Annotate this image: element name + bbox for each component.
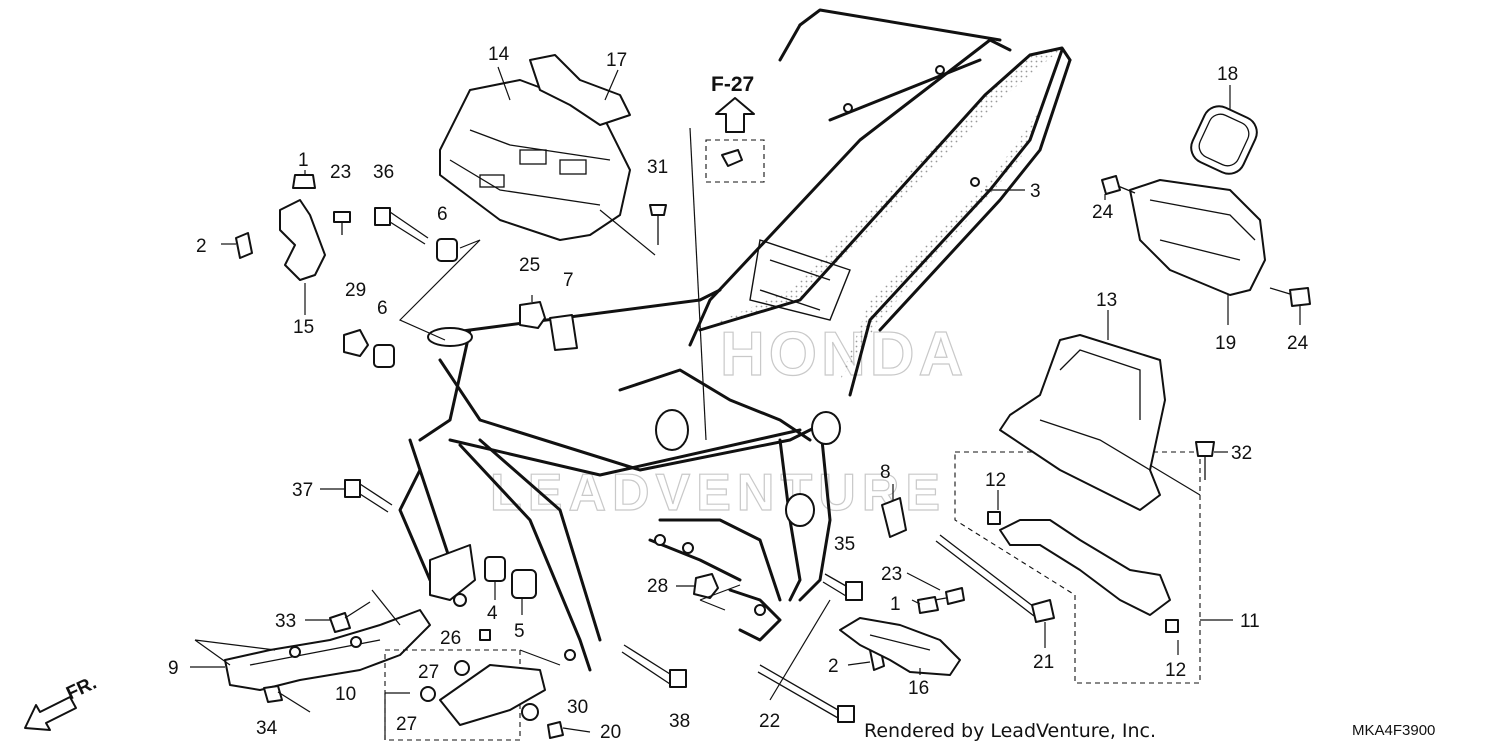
reference-label: F-27 [711, 73, 754, 96]
callout-27: 27 [396, 714, 417, 735]
nut-29 [343, 329, 369, 357]
callout-15: 15 [293, 317, 314, 338]
callout-35: 35 [834, 534, 855, 555]
callout-10: 10 [335, 684, 356, 705]
bolt-32 [1149, 441, 1228, 496]
callout-26: 26 [440, 628, 461, 649]
callout-1: 1 [298, 150, 309, 171]
callout-23: 23 [330, 162, 351, 183]
bolt-36 [374, 207, 429, 245]
callout-29: 29 [345, 280, 366, 301]
collars-4-5 [484, 556, 537, 615]
callout-28: 28 [647, 576, 668, 597]
bracket-14-17 [439, 54, 631, 241]
callout-9: 9 [168, 658, 179, 679]
callout-31: 31 [647, 157, 668, 178]
right-lower-parts [822, 497, 965, 676]
parts-25-7 [519, 295, 578, 351]
callout-12: 12 [985, 470, 1006, 491]
callout-12: 12 [1165, 660, 1186, 681]
callout-2: 2 [196, 236, 207, 257]
callout-20: 20 [600, 722, 621, 743]
watermark-text: LEADVENTURE [490, 464, 946, 522]
bracket-11-group [935, 451, 1233, 684]
bracket-15-group [221, 170, 351, 315]
callout-17: 17 [606, 50, 627, 71]
diagram-code: MKA4F3900 [1352, 722, 1436, 739]
callout-8: 8 [880, 462, 891, 483]
callout-30: 30 [567, 697, 588, 718]
front-direction: FR. [24, 673, 100, 731]
callout-23: 23 [881, 564, 902, 585]
callout-5: 5 [514, 621, 525, 642]
callout-18: 18 [1217, 64, 1238, 85]
callout-27: 27 [418, 662, 439, 683]
callout-24: 24 [1287, 333, 1309, 354]
reference-arrow-icon [715, 97, 755, 133]
callout-32: 32 [1231, 443, 1252, 464]
callout-38: 38 [669, 711, 690, 732]
brand-watermark: HONDA [720, 320, 967, 389]
callout-2: 2 [828, 656, 839, 677]
bolt-31 [599, 204, 667, 256]
front-arrow-icon [24, 696, 77, 731]
collars-6 [373, 238, 481, 368]
callout-14: 14 [488, 44, 510, 65]
lower-center-bolts [621, 573, 855, 723]
bolt-37 [320, 479, 393, 513]
callout-7: 7 [563, 270, 574, 291]
callout-22: 22 [759, 711, 780, 732]
lower-left-brackets [190, 544, 591, 741]
callout-6: 6 [437, 204, 448, 225]
reference-f27: F-27 [689, 73, 765, 441]
callout-4: 4 [487, 603, 498, 624]
callout-36: 36 [373, 162, 394, 183]
credit-text: Rendered by LeadVenture, Inc. [864, 720, 1157, 742]
callout-33: 33 [275, 611, 296, 632]
main-frame [398, 8, 1072, 672]
callout-24: 24 [1092, 202, 1114, 223]
callout-21: 21 [1033, 652, 1054, 673]
callout-37: 37 [292, 480, 313, 501]
callout-19: 19 [1215, 333, 1236, 354]
callout-1: 1 [890, 594, 901, 615]
callout-3: 3 [1030, 181, 1041, 202]
callout-13: 13 [1096, 290, 1117, 311]
callout-34: 34 [256, 718, 278, 739]
callout-16: 16 [908, 678, 929, 699]
box-19-group [1101, 85, 1311, 325]
callout-11: 11 [1240, 611, 1260, 632]
callout-25: 25 [519, 255, 540, 276]
bracket-13 [999, 310, 1166, 511]
callout-6: 6 [377, 298, 388, 319]
